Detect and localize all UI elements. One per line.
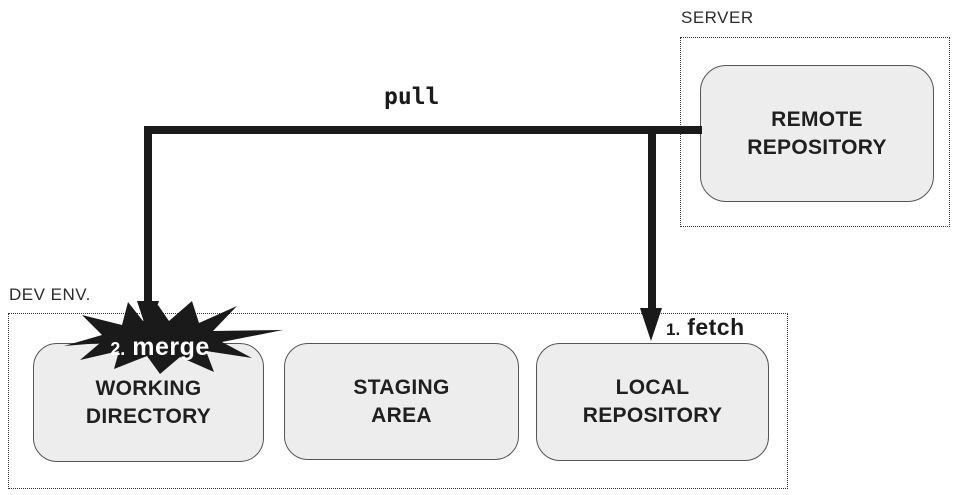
node-staging-area-label-line2: AREA [371, 403, 432, 427]
fetch-step-number: 1. [666, 320, 681, 339]
pull-arrow-path [144, 126, 702, 303]
merge-step-number: 2. [110, 339, 126, 359]
pull-label: pull [384, 84, 440, 110]
fetch-step-label: 1. fetch [666, 314, 745, 341]
fetch-step-name: fetch [687, 314, 745, 340]
node-working-directory-label-line1: WORKING [95, 376, 202, 400]
node-remote-repository: REMOTE REPOSITORY [700, 65, 934, 202]
node-staging-area-label-line1: STAGING [353, 375, 450, 399]
node-local-repository: LOCAL REPOSITORY [536, 343, 769, 461]
server-group-label: SERVER [681, 8, 754, 27]
merge-step-label: 2. merge [70, 333, 250, 362]
dev-env-group-box [8, 313, 788, 489]
node-remote-repository-label-line2: REPOSITORY [747, 135, 887, 159]
node-local-repository-label-line2: REPOSITORY [582, 404, 723, 427]
node-remote-repository-label-line1: REMOTE [771, 107, 863, 131]
node-local-repository-label-line1: LOCAL [615, 376, 690, 399]
dev-env-group-label: DEV ENV. [9, 285, 91, 304]
merge-step-name: merge [132, 333, 210, 361]
node-working-directory-label-line2: DIRECTORY [85, 404, 212, 428]
node-staging-area: STAGING AREA [284, 343, 519, 460]
